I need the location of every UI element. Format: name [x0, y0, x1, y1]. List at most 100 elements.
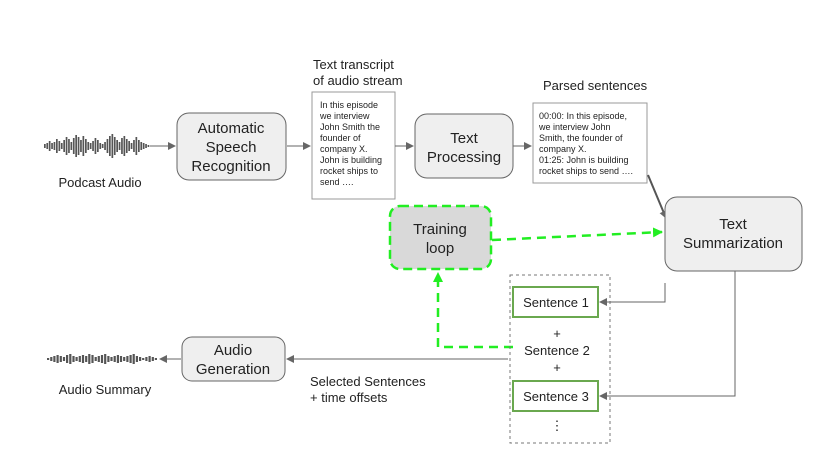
text-processing-line-1: Text — [450, 130, 478, 147]
parsed-document: 00:00: In this episode, we interview Joh… — [532, 102, 648, 184]
waveform-bar — [123, 136, 126, 156]
waveform-bar — [85, 356, 88, 362]
waveform-bar — [75, 357, 78, 361]
training-loop-line-1: Training — [413, 221, 467, 238]
asr-line-2: Speech — [206, 139, 257, 156]
asr-node[interactable]: Automatic Speech Recognition — [176, 112, 287, 181]
waveform-bar — [72, 138, 75, 154]
text-summarization-line-1: Text — [719, 216, 747, 233]
waveform-bar — [118, 142, 121, 150]
waveform-bar — [58, 141, 61, 151]
podcast-audio-label: Podcast Audio — [58, 175, 141, 190]
waveform-bar — [69, 354, 72, 364]
selected-sentences-label-1: Selected Sentences — [310, 374, 426, 389]
waveform-bar — [97, 140, 99, 152]
waveform-bar — [80, 140, 82, 152]
audio-generation-line-1: Audio — [214, 342, 252, 359]
training-loop-line-2: loop — [426, 240, 454, 257]
waveform-bar — [81, 355, 85, 363]
training-loop-node[interactable]: Training loop — [388, 204, 493, 271]
audio-generation-node[interactable]: Audio Generation — [181, 336, 286, 382]
waveform-bar — [53, 356, 56, 362]
transcript-document: In this episode we interview John Smith … — [311, 91, 396, 200]
waveform-bar — [113, 356, 116, 362]
waveform-bar — [145, 357, 148, 361]
waveform-bar — [78, 356, 81, 362]
waveform-bar — [128, 141, 130, 151]
waveform-bar — [100, 355, 104, 363]
transcript-title-2: of audio stream — [313, 73, 403, 88]
waveform-bar — [77, 137, 80, 155]
waveform-bar — [94, 138, 97, 154]
waveform-bar — [87, 142, 90, 150]
parsed-title: Parsed sentences — [543, 78, 648, 93]
waveform-bar — [130, 143, 133, 149]
sentence-2-label: Sentence 2 — [524, 343, 590, 358]
podcast-waveform-icon — [44, 134, 150, 158]
transcript-line-8: send …. — [320, 177, 354, 187]
waveform-bar — [116, 140, 118, 152]
transcript-line-2: we interview — [319, 111, 370, 121]
waveform-bar — [75, 135, 77, 157]
waveform-bar — [94, 357, 97, 361]
text-processing-line-2: Processing — [427, 149, 501, 166]
waveform-bar — [59, 356, 62, 362]
waveform-bar — [132, 354, 135, 364]
waveform-bar — [133, 140, 135, 152]
waveform-bar — [140, 142, 143, 150]
waveform-bar — [50, 357, 53, 361]
waveform-bar — [89, 143, 92, 149]
waveform-bar — [62, 357, 66, 361]
waveform-bar — [44, 144, 46, 148]
text-summarization-line-2: Summarization — [683, 235, 783, 252]
waveform-bar — [65, 137, 68, 155]
arrow-summarization-to-sentence-1 — [599, 283, 666, 306]
waveform-bar — [151, 357, 154, 361]
text-processing-node[interactable]: Text Processing — [414, 113, 514, 179]
waveform-bar — [154, 358, 157, 360]
waveform-bar — [119, 356, 123, 362]
waveform-bar — [123, 357, 126, 361]
waveform-bar — [148, 356, 151, 362]
sentence-more-ellipsis: ⋮ — [551, 418, 564, 433]
waveform-bar — [85, 139, 87, 153]
waveform-bar — [72, 356, 75, 362]
waveform-bar — [142, 143, 145, 149]
waveform-bar — [125, 139, 128, 153]
waveform-bar — [135, 137, 138, 155]
parsed-line-4: company X. — [539, 144, 587, 154]
sentence-1-box[interactable]: Sentence 1 — [512, 286, 599, 318]
parsed-line-2: we interview John — [538, 122, 611, 132]
waveform-bar — [56, 139, 58, 153]
parsed-line-3: Smith, the founder of — [539, 133, 623, 143]
waveform-bar — [147, 145, 150, 147]
waveform-bar — [70, 142, 73, 150]
sentence-3-box[interactable]: Sentence 3 — [512, 380, 599, 412]
arrow-parsed-to-summarization — [647, 174, 667, 219]
sentence-3-label: Sentence 3 — [523, 389, 589, 404]
transcript-line-7: rocket ships to — [320, 166, 378, 176]
waveform-bar — [68, 139, 70, 153]
waveform-bar — [104, 354, 107, 364]
waveform-bar — [111, 134, 114, 158]
waveform-bar — [92, 141, 94, 151]
waveform-bar — [47, 358, 50, 360]
transcript-line-1: In this episode — [320, 100, 378, 110]
transcript-line-5: company X. — [320, 144, 368, 154]
waveform-bar — [145, 144, 147, 148]
text-summarization-node[interactable]: Text Summarization — [664, 196, 803, 272]
waveform-bar — [97, 356, 100, 362]
asr-line-3: Recognition — [191, 158, 270, 175]
parsed-line-6: rocket ships to send …. — [539, 166, 633, 176]
selected-sentences-label-2: + time offsets — [310, 390, 388, 405]
waveform-bar — [113, 137, 116, 155]
waveform-bar — [139, 357, 142, 361]
waveform-bar — [99, 143, 102, 149]
waveform-bar — [116, 355, 119, 363]
arrow-summarization-to-sentence-3 — [599, 271, 736, 400]
sentence-1-label: Sentence 1 — [523, 295, 589, 310]
waveform-bar — [138, 140, 140, 152]
waveform-bar — [109, 136, 111, 156]
waveform-bar — [126, 356, 129, 362]
